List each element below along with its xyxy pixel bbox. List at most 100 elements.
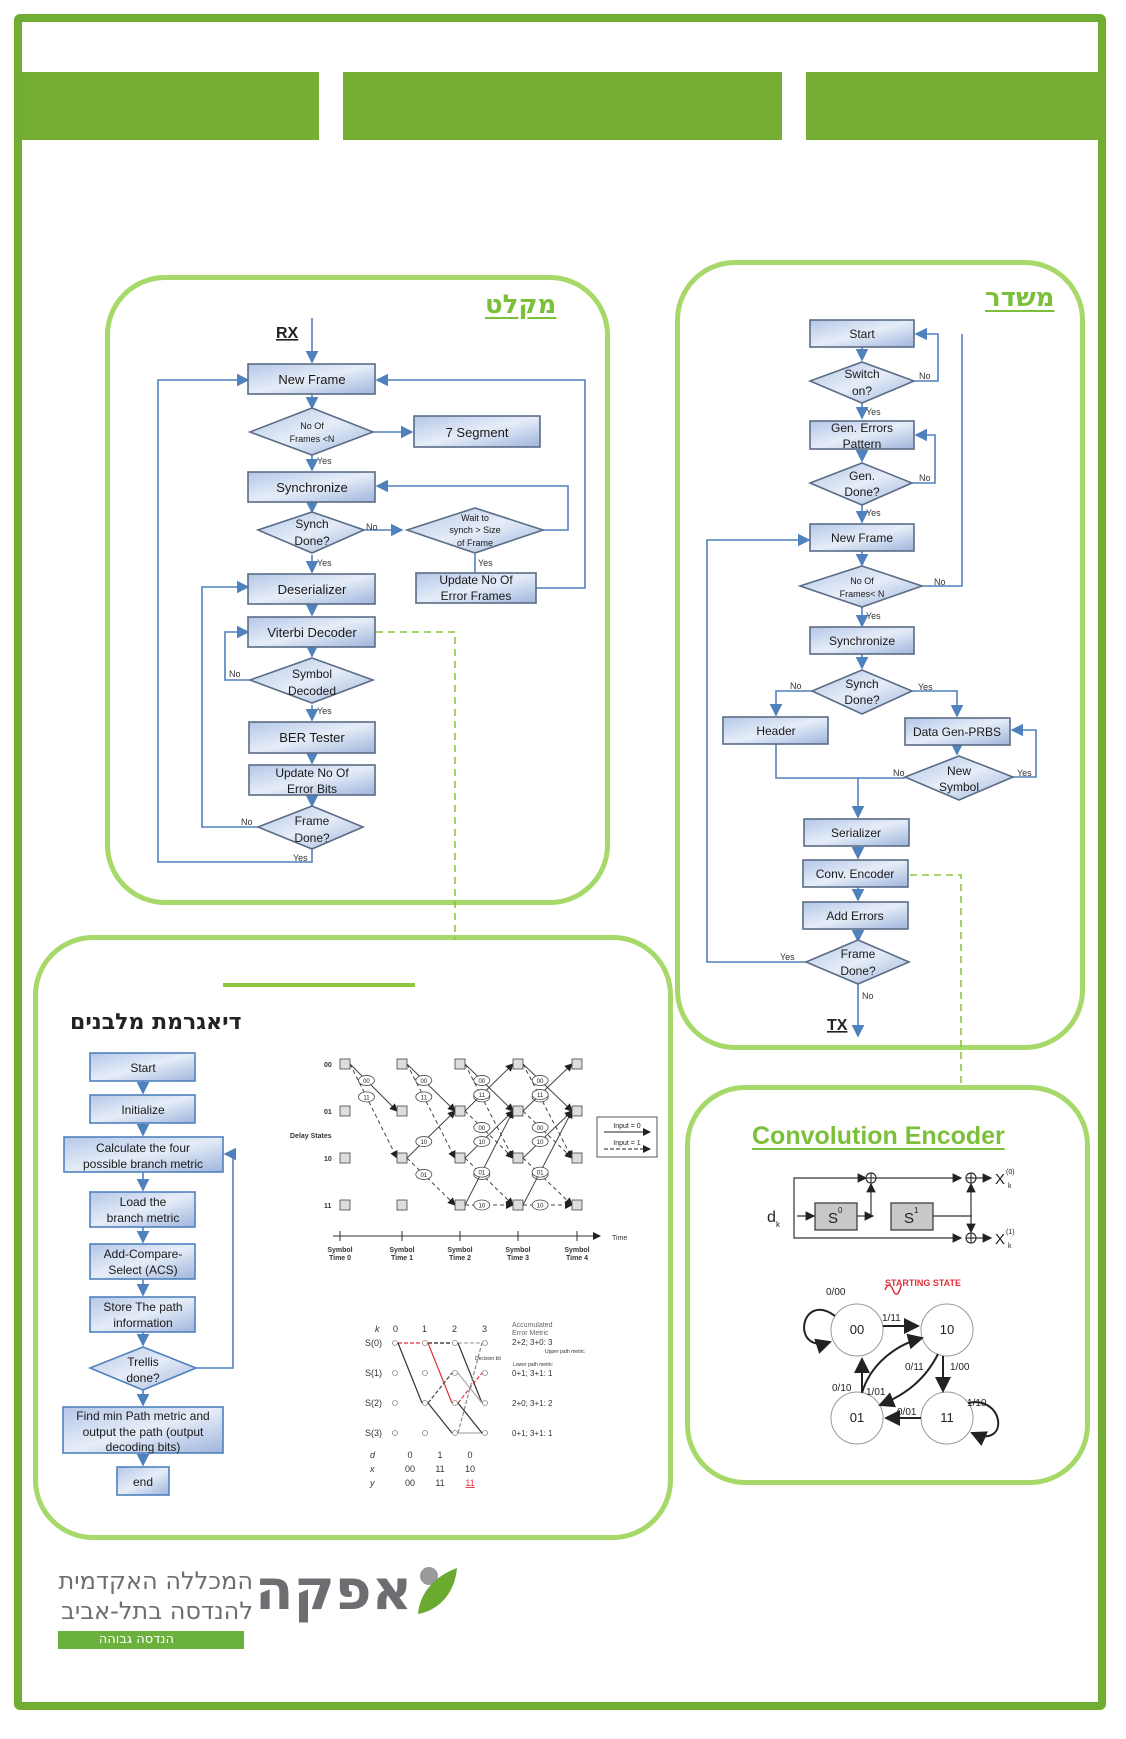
state-00 [830,1303,884,1357]
tx-yes-label: Yes [866,508,881,518]
poster-frame [14,14,1106,1710]
trellis-branch [406,1063,456,1159]
trellis-node [512,1199,524,1211]
branch-output-badge [531,1136,549,1147]
state-label: 00 [850,1322,864,1337]
rx-symbol-decision [247,657,376,704]
tx-gen-dec-2: Done? [844,485,880,499]
rx-deserializer-box [247,573,376,605]
trellis-branch [522,1063,573,1112]
tx-no-label: No [919,371,931,381]
vit-k: 2 [452,1324,457,1334]
trellis-node [571,1152,583,1164]
transition-label: 0/11 [905,1362,924,1373]
step-label: Initialize [121,1103,165,1117]
rx-yes-label: Yes [293,853,308,863]
branch-output-badge [473,1089,491,1100]
rx-yes-label: Yes [317,456,332,466]
time-tick-label: Time 2 [449,1255,471,1262]
trellis-branch [464,1157,514,1206]
step-label: branch metric [107,1211,180,1225]
branch-output-label: 11 [421,1095,428,1101]
vit-k: 1 [422,1324,427,1334]
rx-synch-dec-1: Synch [295,517,328,531]
rx-ber-box [248,721,376,754]
vit-node [482,1370,488,1376]
trellis-branch [522,1063,573,1159]
step-acs-box [89,1243,196,1280]
time-tick-label: Time 1 [391,1255,413,1262]
step-label: Select (ACS) [108,1263,177,1277]
step-label: Store The path [103,1300,182,1314]
rx-frame-decision [255,805,366,850]
trellis-branch [406,1063,456,1112]
logo-line-1: המכללה האקדמית [58,1567,253,1595]
state-label: 10 [940,1322,954,1337]
rx-ber-label: BER Tester [279,730,345,745]
branch-output-label: 00 [478,1079,485,1085]
vit-cell: 00 [405,1478,415,1488]
transmitter-flowchart [706,327,1037,1038]
vit-node [482,1430,488,1436]
output-sub: k [1008,1243,1012,1250]
vit-node [392,1370,398,1376]
tx-synchronize-box [809,626,915,655]
branch-output-label: 00 [537,1079,544,1085]
trellis-node [512,1152,524,1164]
trellis-branch [522,1110,573,1206]
rx-update-bits-label-1: Update No Of [275,766,349,780]
branch-output-badge [473,1166,491,1178]
trellis-state-label: 00 [324,1062,332,1069]
trellis-branch [464,1063,514,1159]
tx-data-gen-label: Data Gen-PRBS [913,725,1001,739]
receiver-flowchart [157,318,586,863]
tx-frames-dec-2: Frames< N [840,589,885,599]
tx-synch-dec-2: Done? [844,693,880,707]
trellis-branch [406,1157,456,1206]
tx-serializer-label: Serializer [831,826,881,840]
state-diagram [803,1284,1000,1447]
tx-gen-errors-box [809,420,915,450]
output-label: X [995,1171,1005,1188]
step-initialize-box [89,1094,196,1124]
tx-new-symbol-dec-1: New [947,764,971,778]
step-label: Add-Compare- [104,1247,183,1261]
rx-yes-label: Yes [317,558,332,568]
receiver-title: מקלט [485,290,557,320]
register-label: S [828,1210,838,1227]
trellis-branch [349,1063,398,1112]
rx-viterbi-box [247,616,376,648]
tx-serializer-box [803,818,910,847]
logo-icon [418,1567,457,1614]
step-label: information [113,1316,172,1330]
rx-wait-dec-2: synch > Size [449,525,500,535]
tx-header-box [722,716,829,745]
rx-synchronize-box [247,471,376,503]
tx-frames-dec-1: No Of [850,576,874,586]
transition-label: 1/01 [866,1387,886,1398]
vit-path [397,1342,423,1404]
transition-label: 0/01 [897,1407,917,1418]
tx-frame-dec-1: Frame [841,947,876,961]
time-tick-label: Symbol [447,1247,472,1254]
logo-line-2: להנדסה בתל-אביב [60,1597,253,1625]
time-tick-label: Time 0 [329,1255,351,1262]
vit-node [392,1400,398,1406]
step-label: Calculate the four [96,1141,190,1155]
trellis-node [512,1105,524,1117]
trellis-node [396,1058,408,1070]
trellis-node [512,1058,524,1070]
block-diagram-title: דיאגרמת מלבנים [70,1010,242,1035]
vit-cell: 10 [465,1464,475,1474]
header-bar-center [343,72,782,140]
tx-synch-dec-1: Synch [845,677,878,691]
rx-update-frames-label-2: Error Frames [441,589,512,603]
branch-output-badge [531,1075,549,1086]
rx-label: RX [276,325,299,342]
tx-start-box [809,319,915,348]
trellis-branch [522,1110,573,1159]
rx-symbol-dec-2: Decoded [288,684,336,698]
tx-gen-dec-1: Gen. [849,469,875,483]
vit-metric: 0+1; 3+1: 1 [512,1369,553,1378]
legend-input-1: Input = 1 [613,1140,641,1147]
